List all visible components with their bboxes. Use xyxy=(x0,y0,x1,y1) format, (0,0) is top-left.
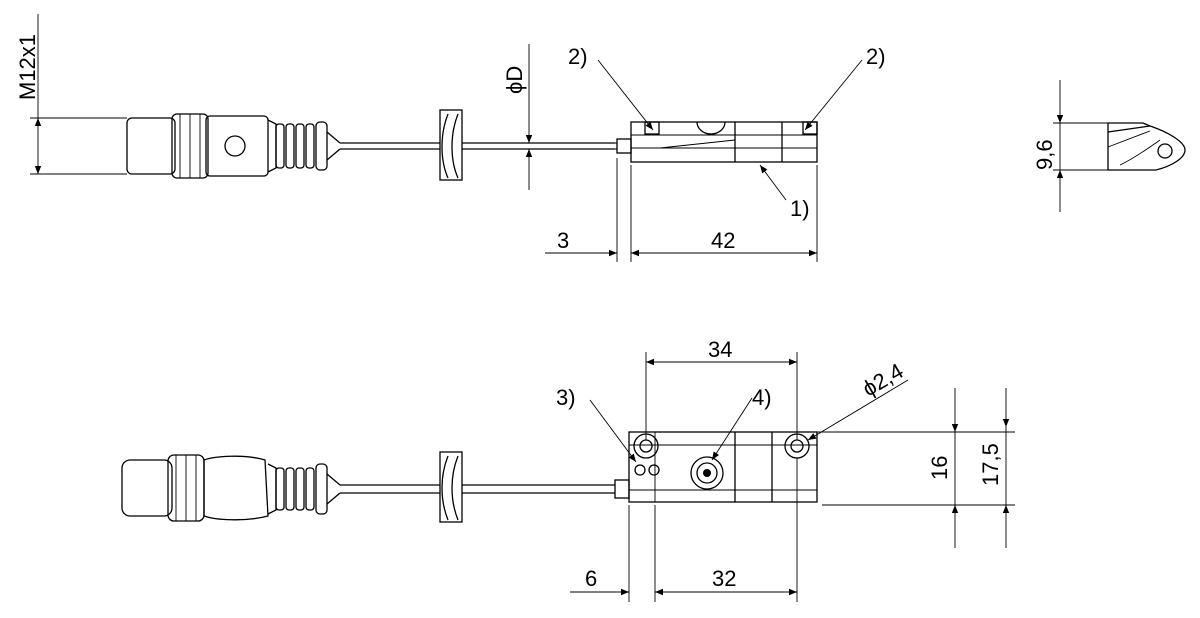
height-dimensions: 16 17,5 xyxy=(808,388,1015,548)
thread-dimension: M12x1 xyxy=(15,14,127,175)
callouts-top: 2) 2) 1) xyxy=(568,44,886,221)
callout-3: 3) xyxy=(556,385,576,410)
cable-top xyxy=(340,109,632,181)
outer-height-label: 17,5 xyxy=(978,443,1003,486)
m12-connector-bottom xyxy=(121,454,341,522)
callout-2-left: 2) xyxy=(568,44,588,69)
hole-spacing-dimension: 34 xyxy=(645,337,798,440)
cable-bottom xyxy=(340,451,630,523)
sensor-body-bottom xyxy=(628,431,818,503)
offset-label-top: 3 xyxy=(557,228,569,253)
callout-1: 1) xyxy=(790,196,810,221)
bottom-view: 34 ϕ2,4 16 17,5 6 32 xyxy=(121,337,1015,602)
cable-diameter-dimension: ϕD xyxy=(502,44,617,190)
side-height-label: 9,6 xyxy=(1032,139,1057,170)
offset-label-bottom: 6 xyxy=(585,566,597,591)
length-label-bottom: 32 xyxy=(712,566,736,591)
top-view: M12x1 ϕD 3 42 2) 2) 1) xyxy=(15,14,886,262)
side-view: 9,6 xyxy=(1032,80,1186,212)
callout-2-right: 2) xyxy=(866,44,886,69)
callouts-bottom: 3) 4) xyxy=(556,385,772,463)
hole-spacing-label: 34 xyxy=(708,337,732,362)
length-dimensions-bottom: 6 32 xyxy=(570,458,798,602)
cable-diameter-label: ϕD xyxy=(502,66,527,94)
length-label-top: 42 xyxy=(711,228,735,253)
inner-height-label: 16 xyxy=(927,456,952,480)
callout-4: 4) xyxy=(752,385,772,410)
sensor-body-top xyxy=(630,121,818,163)
m12-connector-top xyxy=(126,113,341,179)
length-dimensions-top: 3 42 xyxy=(545,158,818,262)
hole-diameter-dimension: ϕ2,4 xyxy=(807,358,909,441)
thread-label: M12x1 xyxy=(15,34,40,100)
